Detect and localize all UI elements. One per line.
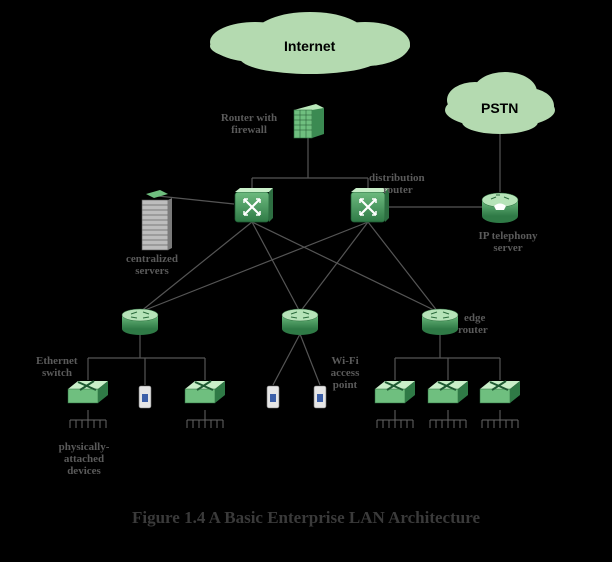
label-line: server [493, 242, 523, 254]
router-icon [281, 308, 319, 335]
ip-telephony-label: IP telephony server [466, 230, 550, 254]
wifi-access-point-label: Wi-Fi access point [322, 355, 368, 391]
device-port-icon [429, 419, 467, 428]
router-icon [234, 188, 273, 223]
device-port-icon [481, 419, 519, 428]
pstn-label: PSTN [481, 100, 519, 116]
label-line: Ethernet [36, 355, 78, 367]
router-icon [421, 308, 459, 335]
switch-icon [374, 380, 415, 404]
label-line: switch [42, 367, 72, 379]
label-line: centralized [126, 253, 178, 265]
physically-attached-devices-label: physically- attached devices [46, 441, 122, 477]
label-line: point [332, 379, 358, 391]
label-line: attached [63, 453, 105, 465]
wifi-access-point-icon [266, 385, 280, 409]
centralized-servers-label: centralized servers [112, 253, 192, 277]
switch-icon [184, 380, 225, 404]
label-line: Router with [220, 112, 278, 124]
label-line: distribution [369, 172, 425, 184]
edge-router-label: edge router [458, 312, 518, 336]
label-line: physically- [58, 441, 110, 453]
wifi-access-point-icon [138, 385, 152, 409]
ip-phone-router-icon [481, 192, 519, 223]
internet-cloud [210, 12, 410, 74]
figure-caption: Figure 1.4 A Basic Enterprise LAN Archit… [132, 508, 480, 527]
server-rack-icon [141, 190, 172, 251]
connection-lines [87, 130, 501, 420]
firewall-router-icon [293, 104, 324, 139]
label-line: access [330, 367, 360, 379]
pstn-cloud [445, 72, 555, 134]
label-line: IP telephony [478, 230, 538, 242]
switch-icon [67, 380, 108, 404]
label-line: router [458, 324, 488, 336]
router-icon [350, 188, 389, 223]
label-line: Wi-Fi [331, 355, 359, 367]
label-line: router [383, 184, 413, 196]
switch-icon [427, 380, 468, 404]
router-firewall-label: Router with firewall [210, 112, 288, 136]
device-port-icon [376, 419, 414, 428]
internet-label: Internet [284, 38, 336, 54]
label-line: servers [135, 265, 169, 277]
distribution-router-label: distribution router [369, 172, 449, 196]
label-line: firewall [231, 124, 267, 136]
label-line: devices [67, 465, 101, 477]
label-line: edge [464, 312, 486, 324]
router-icon [121, 308, 159, 335]
wifi-access-point-icon [313, 385, 327, 409]
device-port-icon [186, 419, 224, 428]
ethernet-switch-label: Ethernet switch [36, 355, 96, 379]
device-port-icon [69, 419, 107, 428]
switch-icon [479, 380, 520, 404]
